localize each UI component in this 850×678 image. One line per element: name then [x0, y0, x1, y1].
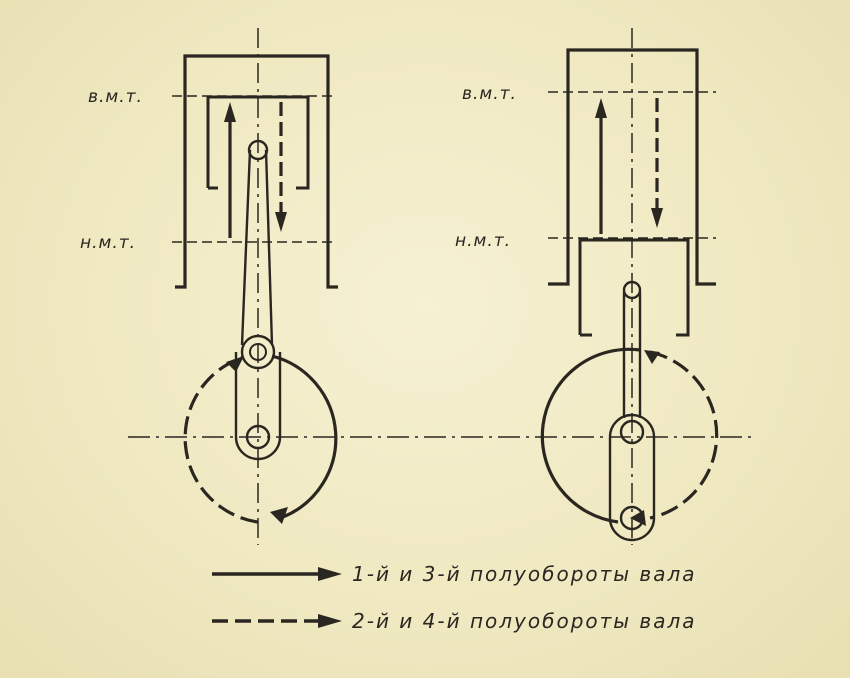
right-crank-arm	[608, 437, 656, 518]
legend-solid-row: 1-й и 3-й полуобороты вала	[212, 562, 697, 586]
right-crank-circle-dashed	[649, 350, 719, 520]
legend-solid-label: 1-й и 3-й полуобороты вала	[352, 562, 697, 586]
left-connecting-rod	[240, 149, 274, 346]
left-crank-pin	[245, 424, 271, 450]
right-mechanism: в.м.т. н.м.т.	[455, 28, 719, 545]
left-bdc-label: н.м.т.	[80, 233, 136, 253]
right-bdc-label: н.м.т.	[455, 231, 511, 251]
right-piston-pin	[622, 280, 642, 300]
left-tdc-label: в.м.т.	[88, 87, 143, 107]
left-piston	[206, 95, 310, 190]
right-connecting-rod	[622, 292, 642, 418]
legend-dashed-row: 2-й и 4-й полуобороты вала	[212, 609, 697, 633]
legend-dashed-label: 2-й и 4-й полуобороты вала	[352, 609, 697, 633]
right-piston	[578, 238, 690, 337]
left-crank-circle-solid	[271, 354, 338, 519]
right-crank-circle-solid	[540, 347, 641, 524]
left-crank-circle-dashed	[183, 355, 259, 524]
left-cylinder	[175, 54, 338, 289]
right-tdc-label: в.м.т.	[462, 84, 517, 104]
right-cylinder	[548, 48, 716, 286]
left-piston-pin	[247, 139, 269, 161]
right-crank-pin	[619, 419, 645, 445]
legend: 1-й и 3-й полуобороты вала 2-й и 4-й пол…	[212, 562, 697, 633]
left-mechanism: в.м.т. н.м.т.	[80, 28, 338, 545]
